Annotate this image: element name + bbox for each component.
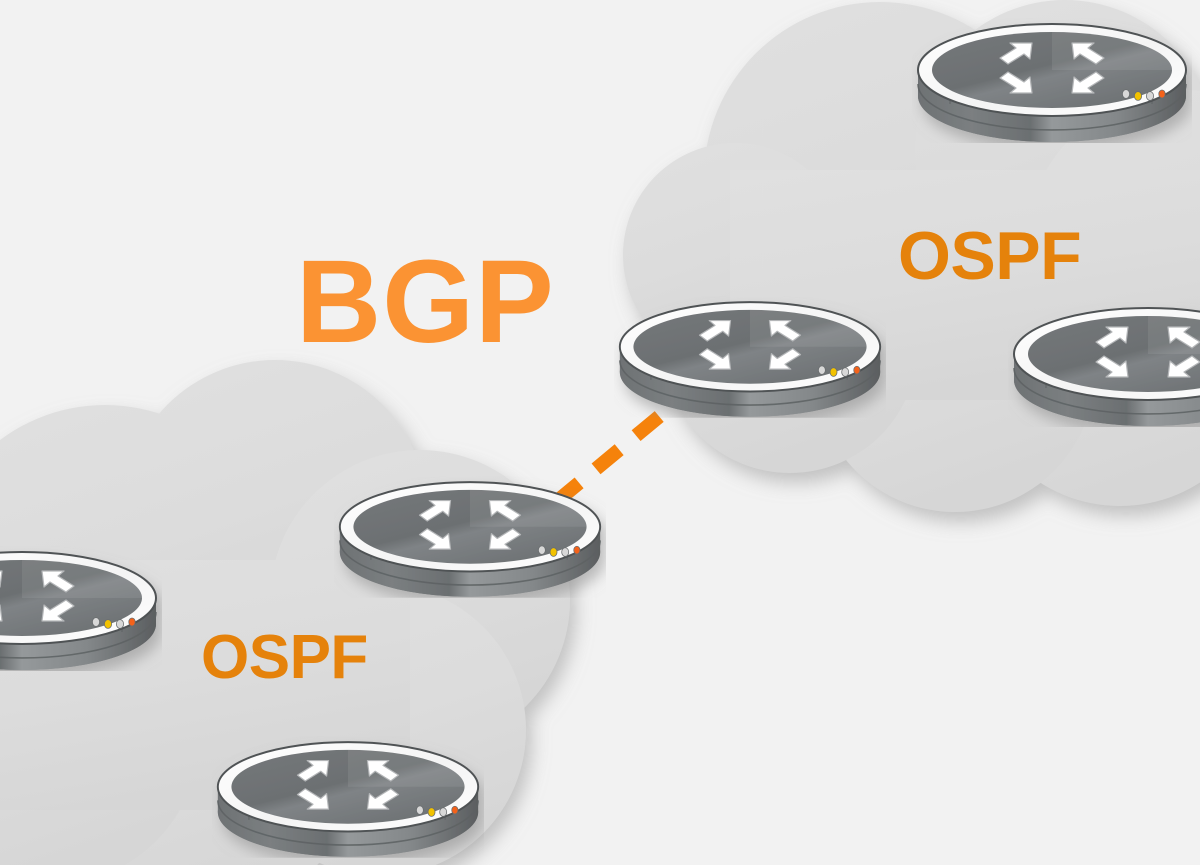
router-border-left[interactable] <box>334 476 606 598</box>
ospf-label-left: OSPF <box>201 623 368 692</box>
router-left-edge[interactable] <box>0 546 162 671</box>
router-top-right[interactable] <box>912 18 1192 143</box>
router-border-right[interactable] <box>614 296 886 418</box>
router-bottom-left[interactable] <box>212 736 484 858</box>
router-right-edge[interactable] <box>1008 302 1200 427</box>
bgp-label: BGP <box>296 236 555 368</box>
ospf-label-right: OSPF <box>898 218 1082 294</box>
